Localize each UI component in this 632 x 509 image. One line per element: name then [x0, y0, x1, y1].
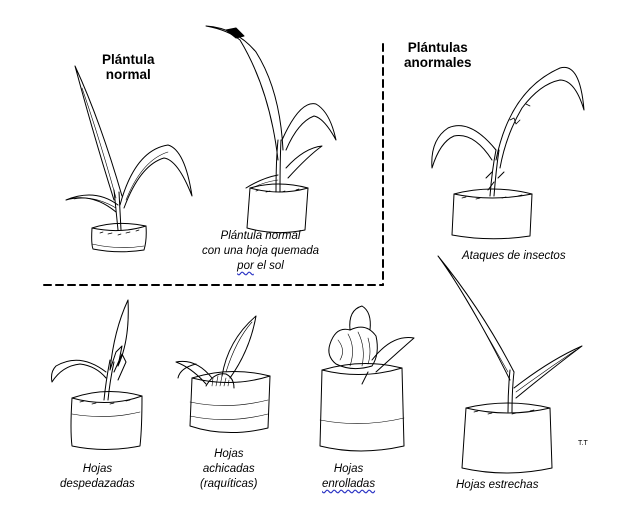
insects-caption: Ataques de insectos	[462, 249, 566, 264]
narrow-caption-text: Hojas estrechas	[456, 479, 539, 491]
stunted-caption: Hojas achicadas (raquíticas)	[200, 447, 258, 492]
sunburn-caption-line2: con una hoja quemada	[202, 245, 320, 257]
rolled-seedling-drawing	[319, 305, 415, 452]
insect-seedling-drawing	[431, 66, 585, 240]
stunted-seedling-drawing	[175, 315, 271, 434]
sunburn-caption-line3: por el sol	[202, 259, 319, 274]
sunburn-seedling-drawing	[205, 25, 337, 234]
abnormal-seedlings-heading: Plántulas anormales	[404, 40, 472, 70]
insects-caption-text: Ataques de insectos	[462, 250, 566, 262]
normal-seedling-drawing	[65, 65, 193, 253]
divider-lines	[43, 43, 384, 286]
sunburn-caption-line1: Plántula normal	[220, 230, 301, 242]
stunted-caption-line1: Hojas	[214, 448, 244, 460]
abnormal-heading-line2: anormales	[404, 55, 472, 70]
narrow-caption: Hojas estrechas	[456, 478, 538, 493]
abnormal-heading-line1: Plántulas	[407, 40, 468, 55]
artist-initials: T.T	[578, 440, 588, 447]
normal-heading-line2: normal	[105, 67, 151, 82]
torn-caption-line1: Hojas	[82, 463, 113, 475]
stunted-caption-line3: (raquíticas)	[200, 478, 258, 490]
rolled-caption-line1: Hojas	[333, 463, 364, 475]
normal-heading-line1: Plántula	[102, 52, 155, 67]
torn-seedling-drawing	[51, 299, 143, 450]
spellcheck-word: por	[237, 260, 254, 272]
rolled-caption: Hojas enrolladas	[322, 462, 375, 492]
sunburn-caption-line3-rest: el sol	[253, 260, 284, 272]
rolled-caption-line2: enrolladas	[322, 478, 376, 490]
torn-caption-line2: despedazadas	[60, 478, 135, 490]
narrow-seedling-drawing	[437, 255, 583, 474]
normal-seedling-heading: Plántula normal	[102, 52, 155, 82]
torn-caption: Hojas despedazadas	[60, 462, 135, 492]
stunted-caption-line2: achicadas	[202, 463, 255, 475]
sunburn-caption: Plántula normal con una hoja quemada por…	[202, 229, 319, 274]
